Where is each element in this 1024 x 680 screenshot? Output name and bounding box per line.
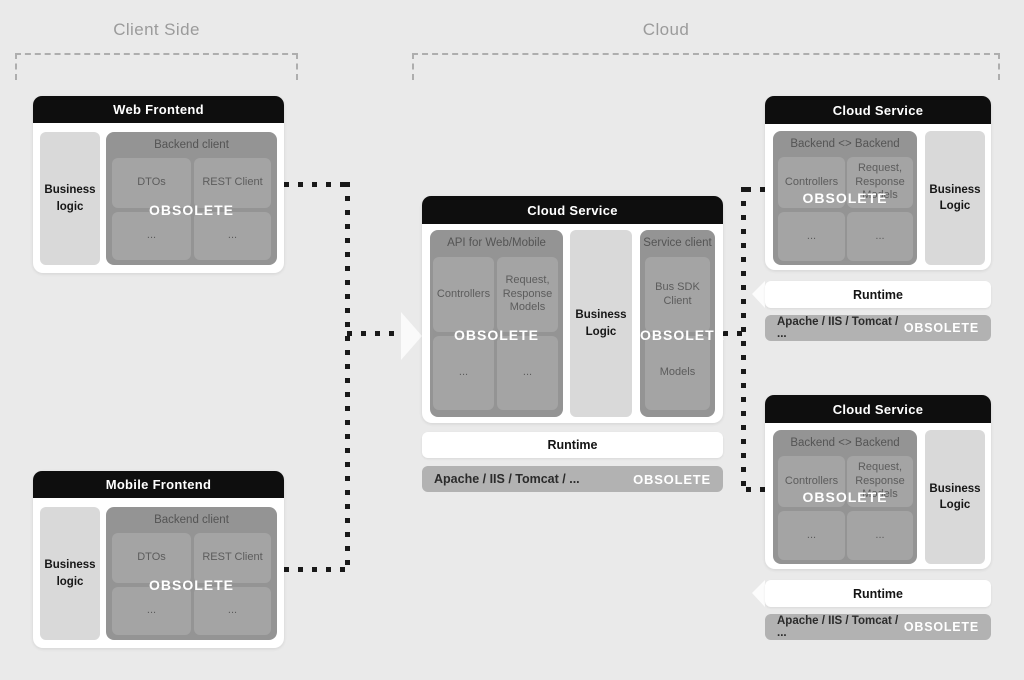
mobile-backend-client-container: Backend client DTOs REST Client ... ... … — [106, 507, 277, 640]
web-backend-client-container: Backend client DTOs REST Client ... ... … — [106, 132, 277, 265]
cloud-service-main-title: Cloud Service — [422, 196, 723, 224]
service-client-container: Service client Bus SDK Client Models OBS… — [640, 230, 726, 417]
web-frontend-card: Web Frontend Business logic Backend clie… — [33, 96, 284, 273]
backend-client-title: Backend client — [154, 139, 229, 151]
backend-connector-vertical-line — [741, 187, 746, 492]
cloud-zone-label: Cloud — [642, 20, 690, 39]
obsolete-label: OBSOLETE — [903, 321, 979, 335]
dtos-box: DTOs — [112, 533, 191, 583]
obsolete-label: OBSOLETE — [453, 327, 539, 343]
obsolete-label: OBSOLETE — [148, 577, 234, 593]
controllers-box: Controllers — [433, 257, 494, 332]
request-response-models-box: Request, Response Models — [847, 157, 913, 208]
cloud-service-backend-bottom-card: Cloud Service Backend <> Backend Control… — [765, 395, 991, 569]
apache-label: Apache / IIS / Tomcat / ... — [777, 615, 899, 639]
backend-backend-title: Backend <> Backend — [790, 437, 900, 449]
more-box: ... — [433, 336, 494, 410]
api-container-title: API for Web/Mobile — [447, 237, 546, 249]
more-box: ... — [778, 511, 845, 560]
web-frontend-title: Web Frontend — [33, 96, 284, 123]
backend-top-connector-line — [746, 187, 765, 192]
rest-client-box: REST Client — [194, 533, 271, 583]
more-box: ... — [778, 212, 845, 261]
backend-backend-container: Backend <> Backend Controllers Request, … — [773, 430, 917, 564]
client-side-boundary — [15, 53, 298, 80]
backend-business-logic-box: Business Logic — [925, 131, 985, 265]
main-apache-bar: Apache / IIS / Tomcat / ... OBSOLETE — [422, 466, 723, 492]
more-box: ... — [194, 587, 271, 635]
cloud-service-arrowhead-icon — [401, 312, 422, 360]
request-response-models-box: Request, Response Models — [847, 456, 913, 507]
dtos-box: DTOs — [112, 158, 191, 208]
mobile-frontend-title: Mobile Frontend — [33, 471, 284, 498]
cloud-service-main-card: Cloud Service API for Web/Mobile Control… — [422, 196, 726, 423]
more-box: ... — [847, 511, 913, 560]
more-box: ... — [847, 212, 913, 261]
rest-client-box: REST Client — [194, 158, 271, 208]
main-runtime-bar: Runtime — [422, 432, 723, 458]
bus-sdk-client-box: Bus SDK Client — [645, 257, 710, 332]
cloud-service-backend-top-title: Cloud Service — [765, 96, 991, 124]
backend-top-apache-bar: Apache / IIS / Tomcat / ... OBSOLETE — [765, 315, 991, 341]
obsolete-label: OBSOLETE — [148, 202, 234, 218]
backend-bottom-runtime-bar: Runtime — [765, 580, 991, 607]
client-connector-vertical-line — [345, 182, 350, 572]
mobile-frontend-connector-line — [284, 567, 347, 572]
mobile-frontend-card: Mobile Frontend Business logic Backend c… — [33, 471, 284, 648]
web-business-logic-box: Business logic — [40, 132, 100, 265]
apache-label: Apache / IIS / Tomcat / ... — [434, 472, 580, 486]
obsolete-label: OBSOLETE — [802, 190, 888, 206]
runtime-top-chevron-icon — [752, 281, 765, 308]
backend-backend-title: Backend <> Backend — [790, 138, 900, 150]
more-box: ... — [194, 212, 271, 260]
mobile-business-logic-box: Business logic — [40, 507, 100, 640]
cloud-service-backend-top-card: Cloud Service Backend <> Backend Control… — [765, 96, 991, 270]
models-box: Models — [645, 336, 710, 410]
obsolete-label: OBSOLETE — [640, 327, 726, 343]
obsolete-label: OBSOLETE — [633, 471, 711, 487]
obsolete-label: OBSOLETE — [903, 620, 979, 634]
apache-label: Apache / IIS / Tomcat / ... — [777, 316, 899, 340]
web-frontend-connector-line — [284, 182, 347, 187]
cloud-boundary — [412, 53, 1000, 80]
more-box: ... — [497, 336, 558, 410]
cloud-service-backend-bottom-title: Cloud Service — [765, 395, 991, 423]
runtime-bottom-chevron-icon — [752, 580, 765, 607]
client-side-zone-label: Client Side — [113, 20, 200, 39]
backend-client-title: Backend client — [154, 514, 229, 526]
controllers-box: Controllers — [778, 157, 845, 208]
main-business-logic-box: Business Logic — [570, 230, 632, 417]
more-box: ... — [112, 587, 191, 635]
client-to-cloud-connector-line — [347, 331, 402, 336]
service-client-title: Service client — [643, 237, 712, 249]
backend-top-runtime-bar: Runtime — [765, 281, 991, 308]
backend-backend-container: Backend <> Backend Controllers Request, … — [773, 131, 917, 265]
more-box: ... — [112, 212, 191, 260]
api-for-web-mobile-container: API for Web/Mobile Controllers Request, … — [430, 230, 563, 417]
request-response-models-box: Request, Response Models — [497, 257, 558, 332]
cloud-to-backend-connector-line — [723, 331, 743, 336]
backend-business-logic-box: Business Logic — [925, 430, 985, 564]
backend-bottom-connector-line — [746, 487, 765, 492]
obsolete-label: OBSOLETE — [802, 489, 888, 505]
backend-bottom-apache-bar: Apache / IIS / Tomcat / ... OBSOLETE — [765, 614, 991, 640]
controllers-box: Controllers — [778, 456, 845, 507]
